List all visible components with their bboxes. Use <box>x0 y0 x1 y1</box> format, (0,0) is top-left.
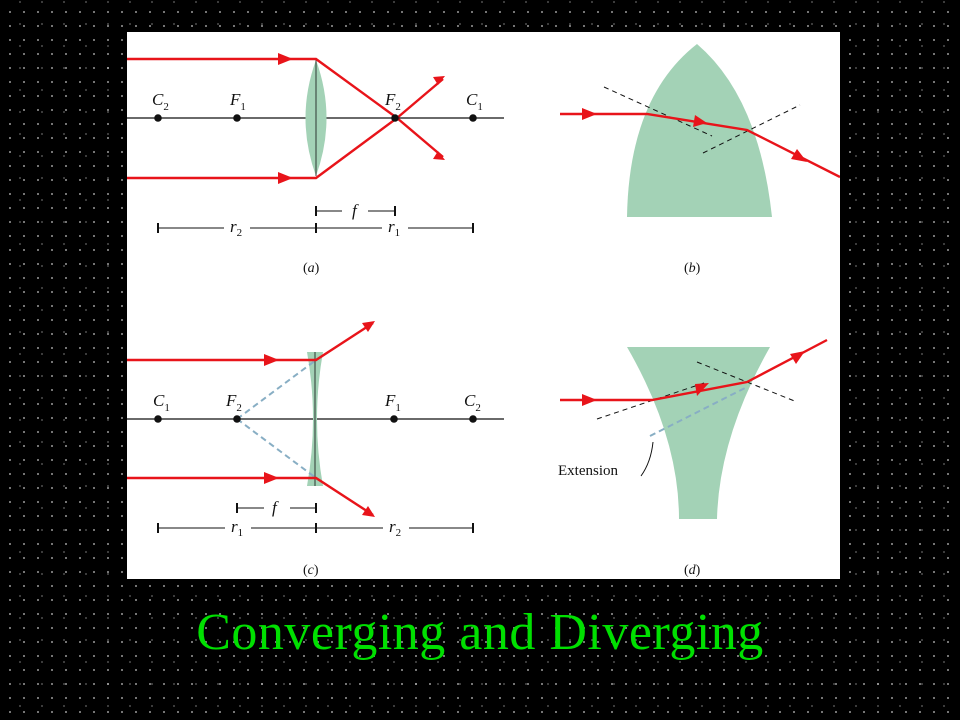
panel-caption: (c) <box>303 563 319 578</box>
normal-line <box>603 86 713 137</box>
point-label: C1 <box>466 90 483 113</box>
point-label: C1 <box>153 391 170 414</box>
extension-label: Extension <box>558 463 618 479</box>
ray-arrowhead <box>278 172 293 184</box>
concave-prism <box>627 347 770 519</box>
panel-c-diverging-lens: C1 F2 F1 C2 f r1 r2 (c) <box>127 321 504 578</box>
ray-arrowhead <box>582 394 597 406</box>
point-label: F1 <box>229 90 246 113</box>
radius-label: r1 <box>388 217 400 239</box>
ray-arrowhead <box>433 76 445 85</box>
ray-arrowhead <box>433 151 445 160</box>
ray-arrowhead <box>693 115 707 127</box>
point-dot <box>469 114 477 122</box>
normal-line <box>702 104 801 154</box>
extension-line <box>236 359 317 420</box>
panel-caption: (a) <box>303 261 320 276</box>
extension-line <box>649 386 748 437</box>
lens-figure: C2 F1 F2 C1 f r2 r1 (a) (b) <box>127 32 840 579</box>
point-dot <box>390 415 398 423</box>
ray-arrowhead <box>582 108 597 120</box>
focal-length-label: f <box>272 498 279 517</box>
radius-label: r1 <box>231 517 243 539</box>
extension-line <box>236 418 317 479</box>
ray-arrowhead <box>362 321 375 332</box>
point-dot <box>233 114 241 122</box>
ray-arrowhead <box>362 506 375 517</box>
point-dot <box>469 415 477 423</box>
ray-arrowhead <box>278 53 293 65</box>
convex-prism <box>627 44 772 217</box>
panel-b-refraction-convex: (b) <box>560 44 840 276</box>
ray-arrowhead <box>264 472 279 484</box>
point-label: F1 <box>384 391 401 414</box>
ray-top <box>127 57 444 120</box>
ray-top <box>127 321 374 362</box>
ray-bottom <box>127 476 374 517</box>
radius-label: r2 <box>230 217 242 239</box>
point-dot <box>154 114 162 122</box>
slide-title: Converging and Diverging <box>196 604 764 661</box>
point-dot <box>233 415 241 423</box>
point-label: C2 <box>152 90 169 113</box>
extension-pointer <box>640 441 654 477</box>
ray-arrowhead <box>791 149 807 162</box>
panel-d-refraction-concave: Extension (d) <box>558 338 828 578</box>
ray-arrowhead <box>790 351 805 364</box>
point-label: F2 <box>384 90 401 113</box>
ray-arrowhead <box>695 383 709 396</box>
point-dot <box>154 415 162 423</box>
panel-caption: (b) <box>684 261 701 276</box>
panel-caption: (d) <box>684 563 701 578</box>
focal-length-label: f <box>352 201 359 220</box>
ray-bottom <box>127 116 444 180</box>
panel-a-converging-lens: C2 F1 F2 C1 f r2 r1 (a) <box>127 53 504 276</box>
point-label: C2 <box>464 391 481 414</box>
ray-arrowhead <box>264 354 279 366</box>
point-label: F2 <box>225 391 242 414</box>
radius-label: r2 <box>389 517 401 539</box>
point-dot <box>391 114 399 122</box>
